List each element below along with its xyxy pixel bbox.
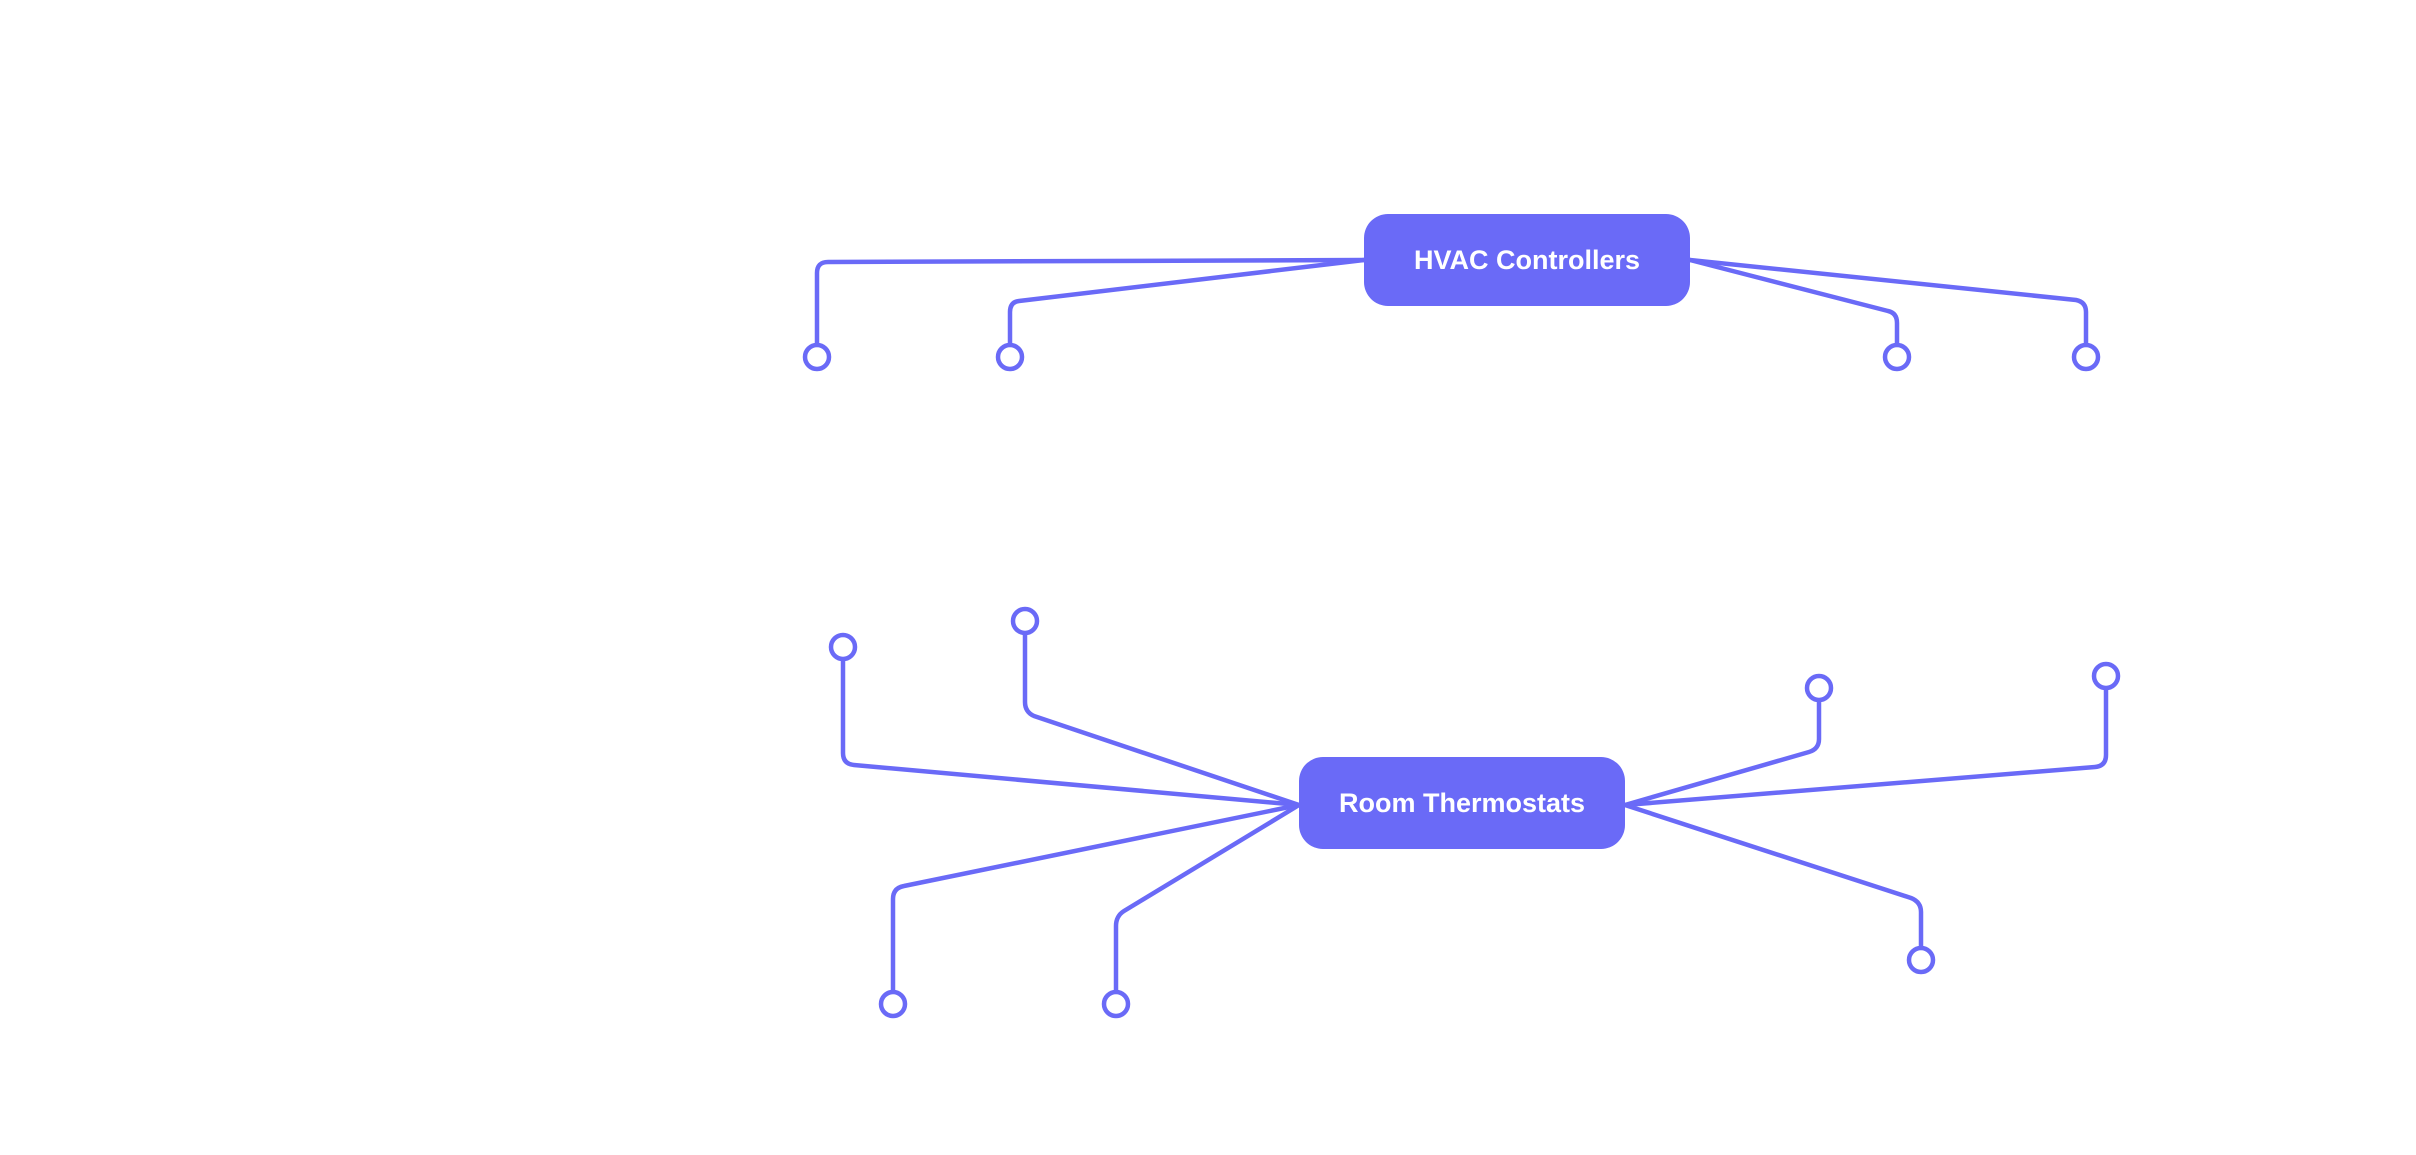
thermostat-connection-port-6[interactable]	[2091, 661, 2121, 691]
thermostat-connection-port-1[interactable]	[828, 632, 858, 662]
hvac-connection-port-4[interactable]	[2071, 342, 2101, 372]
hvac-connector-line-1	[814, 257, 1367, 346]
hvac-connection-port-2[interactable]	[995, 342, 1025, 372]
room-thermostats-label: Room Thermostats	[1338, 787, 1586, 818]
thermostat-connector-line-3	[890, 802, 1302, 993]
hvac-connection-port-1[interactable]	[802, 342, 832, 372]
thermostat-connector-line-7	[1622, 802, 1924, 949]
thermostat-connection-port-5[interactable]	[1804, 673, 1834, 703]
thermostat-connection-port-7[interactable]	[1906, 945, 1936, 975]
room-thermostats-node[interactable]: Room Thermostats	[1299, 757, 1625, 849]
thermostat-connector-line-4	[1113, 802, 1302, 993]
thermostat-connection-port-2[interactable]	[1010, 606, 1040, 636]
hvac-connector-line-2	[1007, 257, 1367, 346]
hvac-controllers-node[interactable]: HVAC Controllers	[1364, 214, 1690, 306]
hvac-connection-port-3[interactable]	[1882, 342, 1912, 372]
hvac-connector-line-4	[1687, 257, 2089, 346]
hvac-controllers-connectors	[802, 257, 2101, 372]
thermostat-connection-port-4[interactable]	[1101, 989, 1131, 1019]
room-thermostats-connectors	[828, 606, 2121, 1019]
hvac-controllers-label: HVAC Controllers	[1413, 244, 1641, 275]
hvac-connector-line-3	[1687, 257, 1900, 346]
thermostat-connection-port-3[interactable]	[878, 989, 908, 1019]
thermostat-connector-line-1	[840, 658, 1302, 808]
thermostat-connector-line-5	[1622, 699, 1822, 808]
thermostat-connector-line-6	[1622, 687, 2109, 808]
thermostat-connector-line-2	[1022, 632, 1302, 808]
